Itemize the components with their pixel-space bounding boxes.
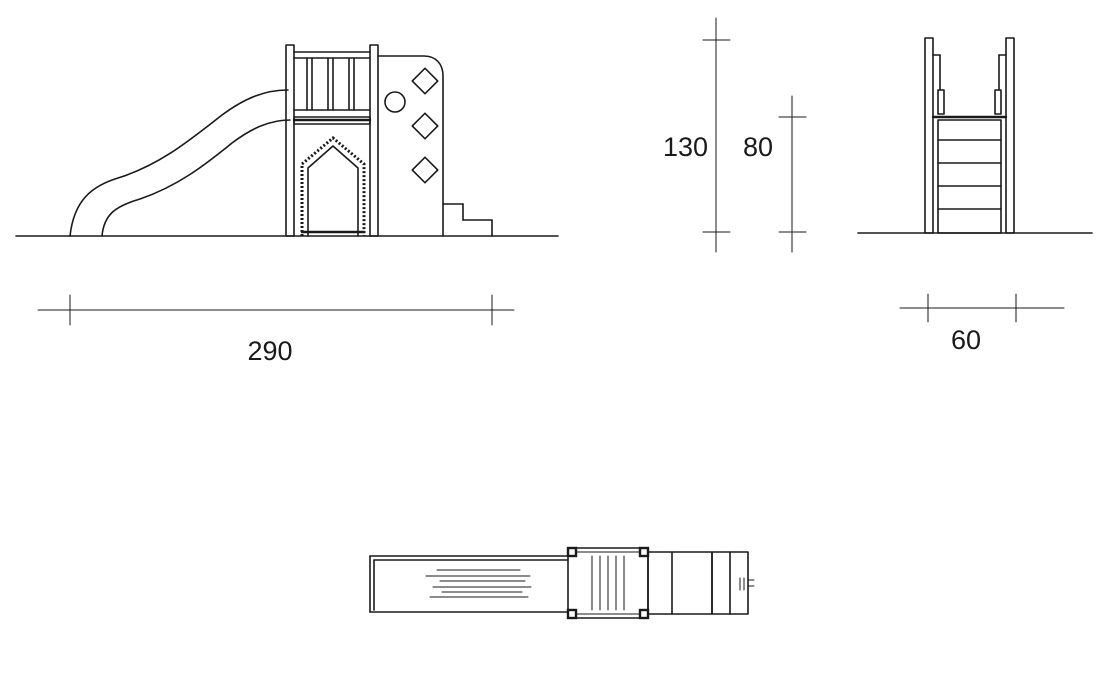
circle-hole: [384, 91, 406, 113]
side-elevation: 290: [15, 44, 559, 366]
climbing-panel: [377, 55, 493, 237]
width-label: 60: [951, 325, 981, 355]
length-label: 290: [247, 336, 292, 366]
diamond-hole-2: [411, 112, 439, 140]
platform-height-label: 80: [743, 132, 773, 162]
dimension-length: 290: [37, 294, 515, 366]
plan-view: [369, 546, 755, 620]
front-elevation: 60: [857, 37, 1093, 355]
diamond-hole-3: [411, 156, 439, 184]
slide-side: [69, 89, 291, 237]
height-dimensions: 130 80: [663, 17, 807, 253]
total-height-label: 130: [663, 132, 708, 162]
dimension-width: 60: [899, 293, 1065, 355]
tower-side: [285, 44, 379, 237]
diamond-hole-1: [411, 67, 439, 95]
